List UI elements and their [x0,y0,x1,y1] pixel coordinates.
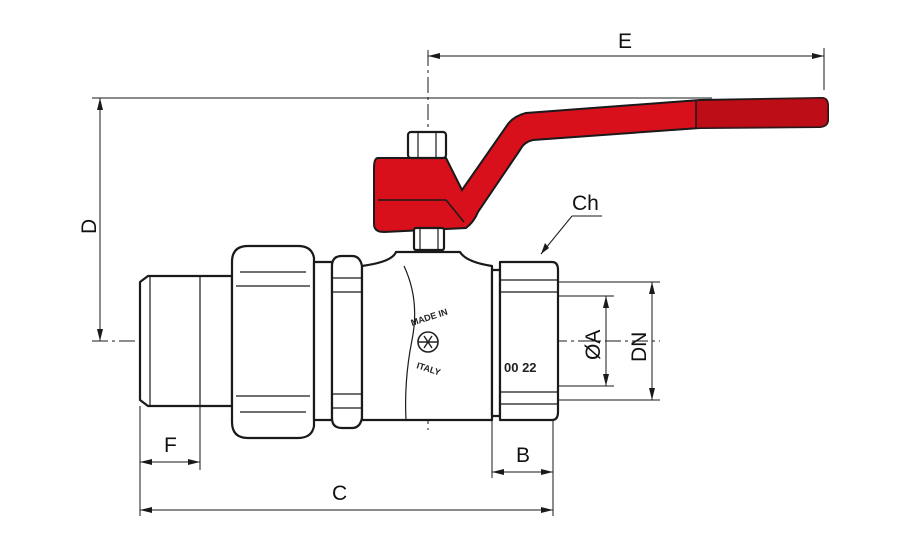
ball-housing-curve [403,265,416,421]
label-D: D [78,219,101,234]
female-hex-end [498,260,560,422]
label-C: C [332,482,347,505]
male-thread-end [138,274,234,408]
dimension-F: F [139,406,201,470]
handle-nut [406,130,448,160]
valve-stem [412,226,446,252]
label-F: F [164,434,177,457]
handle-edge-line [445,199,465,223]
ball-housing [360,250,494,422]
dimension-C: C [139,470,554,516]
leader-Ch: Ch [540,192,602,255]
dimension-E: E [428,30,825,90]
dimension-DN: DN [558,281,660,401]
hex-body [330,254,364,430]
label-DN: DN [628,332,651,362]
female-end-collar [490,268,502,418]
valve-logo-icon [417,331,439,353]
handle-arm-shade [696,98,828,128]
dimension-D: D [78,97,712,341]
label-OA: ØA [582,330,605,360]
label-Ch: Ch [572,192,599,215]
marking-code: 00 22 [504,360,537,375]
label-B: B [516,444,530,467]
union-collar [312,260,334,422]
label-E: E [618,30,632,53]
union-nut [230,244,316,440]
lever-handle [373,96,829,252]
valve-body [138,244,560,440]
dimension-OA: ØA [558,295,614,387]
dimension-B: B [491,420,554,478]
